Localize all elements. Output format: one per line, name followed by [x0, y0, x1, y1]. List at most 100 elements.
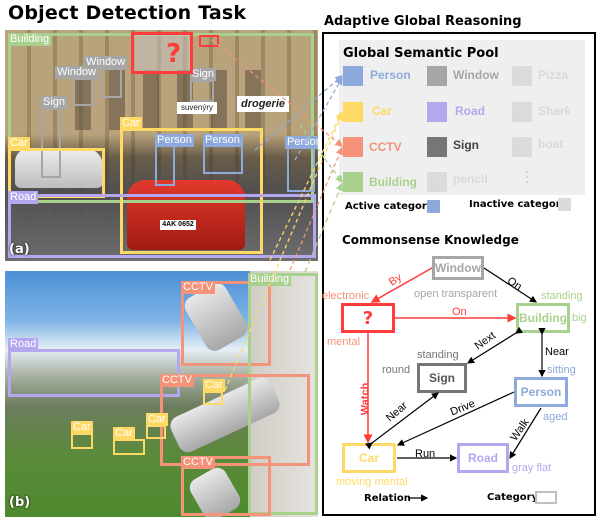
- attr-sign-top: standing: [417, 349, 459, 361]
- bbox-cctv[interactable]: CCTV: [181, 456, 271, 516]
- edge-label-unknown-on: On: [452, 306, 467, 318]
- pool-item-boat: boat: [538, 137, 564, 151]
- pool-item-window: Window: [453, 68, 499, 82]
- bbox-road[interactable]: Road: [8, 338, 180, 397]
- attr-unknown-bottom: mental: [327, 336, 361, 348]
- bbox-label: Car: [203, 379, 225, 392]
- city-photo-b: CCTV Building Road CCTV Car Car Car Car …: [5, 271, 318, 517]
- window-swatch: [427, 66, 447, 86]
- bbox-label: Sign: [41, 96, 68, 109]
- unknown-object-zoom[interactable]: ?: [131, 32, 193, 74]
- boat-swatch: [512, 137, 532, 157]
- edge-label-run: Run: [415, 448, 436, 460]
- bbox-label: Person: [203, 134, 242, 147]
- attr-person-top: sitting: [547, 364, 576, 376]
- pool-ellipsis: ⋮: [520, 168, 534, 184]
- attr-window: open transparent: [414, 288, 498, 300]
- legend-inactive-label: Inactive category: [469, 199, 568, 210]
- bbox-label: Car: [8, 137, 30, 150]
- photo-a-tag: (a): [9, 242, 30, 257]
- bbox-person[interactable]: Person: [155, 134, 194, 186]
- attr-car: moving mental: [336, 476, 408, 488]
- kg-node-window[interactable]: Window: [432, 256, 484, 280]
- bbox-label: Car: [113, 427, 135, 440]
- attr-unknown-top: electronic: [322, 290, 370, 302]
- bbox-person[interactable]: Person: [285, 136, 318, 192]
- object-detection-title: Object Detection Task: [8, 2, 247, 24]
- shop-sign-suvenyry: suvenýry: [177, 102, 217, 114]
- bbox-car[interactable]: Car: [71, 421, 93, 449]
- attr-building-right: big: [572, 312, 587, 324]
- bbox-person[interactable]: Person: [203, 134, 243, 174]
- kg-node-road[interactable]: Road: [457, 443, 509, 473]
- bbox-window[interactable]: Window: [84, 56, 128, 98]
- shark-swatch: [512, 102, 532, 122]
- kg-node-car[interactable]: Car: [342, 443, 396, 473]
- bbox-label: Person: [285, 136, 318, 149]
- pool-item-cctv: CCTV: [369, 140, 402, 154]
- bbox-window[interactable]: Window: [55, 66, 99, 106]
- attr-sign-left: round: [382, 364, 411, 376]
- bbox-label: Window: [55, 66, 99, 79]
- pizza-swatch: [512, 66, 532, 86]
- pool-item-road: Road: [455, 104, 485, 118]
- legend-relation-label: Relation: [364, 493, 411, 504]
- kg-node-sign[interactable]: Sign: [417, 363, 467, 393]
- license-plate: 4AK 0652: [160, 220, 196, 230]
- legend-active-label: Active category: [345, 201, 434, 212]
- bbox-label: Road: [8, 191, 39, 204]
- bbox-label: Building: [248, 273, 292, 286]
- attr-building-top: standing: [541, 290, 583, 302]
- question-mark-icon: ?: [166, 39, 182, 69]
- pool-item-person: Person: [370, 68, 411, 82]
- bbox-label: Person: [155, 134, 194, 147]
- photo-b-tag: (b): [9, 495, 31, 510]
- attr-person-bottom: aged: [543, 411, 568, 423]
- inactive-category-swatch: [558, 198, 571, 211]
- global-semantic-pool: [339, 40, 585, 195]
- commonsense-knowledge-title: Commonsense Knowledge: [342, 233, 519, 247]
- bbox-car[interactable]: Car: [113, 427, 145, 455]
- bbox-sign[interactable]: Sign: [190, 68, 217, 102]
- bbox-label: CCTV: [181, 456, 215, 469]
- pool-item-shark: Shark: [538, 104, 572, 118]
- bbox-label: Sign: [190, 68, 217, 81]
- kg-node-person[interactable]: Person: [514, 377, 568, 407]
- semantic-pool-title: Global Semantic Pool: [343, 46, 499, 61]
- edge-label-watch: Watch: [359, 382, 372, 416]
- bbox-road[interactable]: Road: [8, 191, 316, 258]
- bbox-label: Road: [8, 338, 39, 351]
- pool-item-pizza: Pizza: [538, 68, 569, 82]
- building-swatch: [343, 172, 363, 192]
- bbox-sign[interactable]: Sign: [41, 96, 68, 178]
- bbox-unknown-object[interactable]: [199, 35, 219, 47]
- street-photo-a: drogerie suvenýry 4AK 0652 Building Wind…: [5, 30, 318, 261]
- legend-category-label: Category: [487, 492, 539, 503]
- car-swatch: [343, 102, 363, 122]
- edge-label-building-near: Near: [545, 346, 569, 358]
- bbox-label: Car: [71, 421, 93, 434]
- bbox-label: CCTV: [181, 281, 215, 294]
- sign-swatch: [427, 137, 447, 157]
- attr-road: gray flat: [512, 462, 552, 474]
- pool-item-building: Building: [369, 175, 417, 189]
- person-swatch: [343, 66, 363, 86]
- category-legend-box: [535, 491, 557, 504]
- pool-item-car: Car: [372, 104, 393, 118]
- bbox-label: Window: [84, 56, 128, 69]
- bbox-label: Building: [8, 33, 52, 46]
- bbox-car[interactable]: Car: [146, 413, 168, 439]
- bbox-label: Car: [146, 413, 168, 426]
- pool-item-sign: Sign: [453, 138, 479, 152]
- active-category-swatch: [427, 200, 440, 213]
- kg-node-building[interactable]: Building: [516, 303, 570, 333]
- bbox-label: CCTV: [160, 374, 194, 387]
- pool-item-pencil: pencil: [453, 172, 488, 186]
- kg-node-unknown[interactable]: ?: [341, 303, 395, 333]
- pencil-swatch: [427, 172, 447, 192]
- bbox-cctv[interactable]: CCTV: [160, 374, 310, 466]
- bbox-car[interactable]: Car: [203, 379, 225, 405]
- bbox-label: Car: [120, 117, 142, 130]
- cctv-swatch: [343, 137, 363, 157]
- adaptive-reasoning-title: Adaptive Global Reasoning: [324, 14, 522, 29]
